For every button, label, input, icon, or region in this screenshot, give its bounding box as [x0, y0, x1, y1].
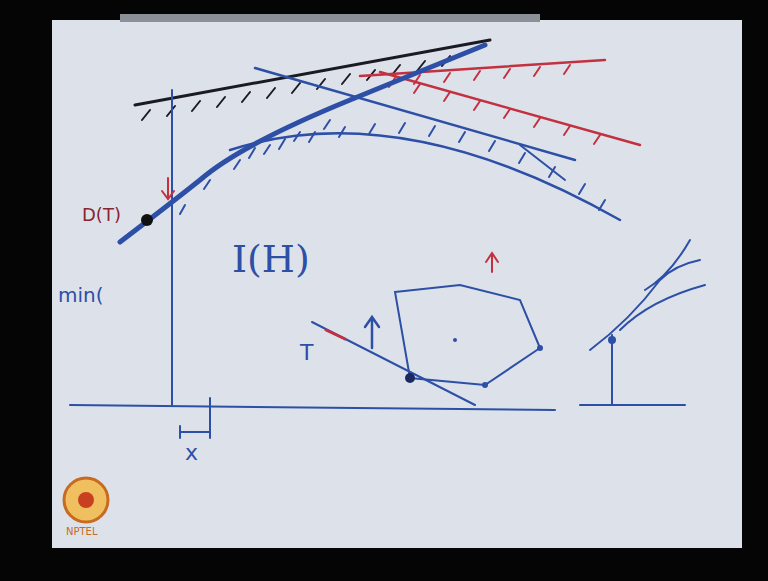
- line-label: T: [300, 342, 313, 364]
- axis-label: x: [185, 442, 198, 464]
- function-label: D(T): [82, 206, 121, 224]
- formula-label: min(: [58, 285, 104, 305]
- watermark: NPTEL: [66, 527, 98, 537]
- set-label: I(H): [232, 240, 310, 278]
